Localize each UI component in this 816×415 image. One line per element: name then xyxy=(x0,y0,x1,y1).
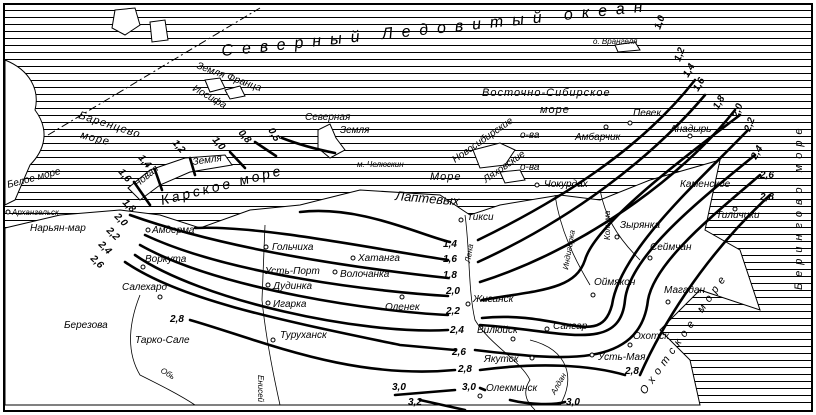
place-label: Салехард xyxy=(122,282,168,293)
river-kolyma xyxy=(599,189,641,261)
place-label: Оймякон xyxy=(594,277,636,288)
place-label: Оленек xyxy=(385,302,421,313)
place-label: Туруханск xyxy=(280,330,328,341)
place-label: Каменское xyxy=(680,179,731,190)
place-label: Тикси xyxy=(467,212,494,223)
place-label: Якутск xyxy=(483,354,520,365)
isoline-label: 1,2 xyxy=(672,46,687,63)
isoline-2-4 xyxy=(133,153,757,337)
fjl-islands xyxy=(204,77,246,100)
place-label: Сангар xyxy=(553,321,588,332)
place-label: Анадырь xyxy=(669,124,711,135)
isoline-3-0 xyxy=(393,386,567,406)
sea-label-east-siberian: море xyxy=(540,104,570,116)
place-label: Амдерма xyxy=(151,225,195,236)
place-label: Тиличики xyxy=(716,210,760,221)
places: Архангельск Нарьян-мар Амдерма Воркута С… xyxy=(5,108,760,399)
sea-area xyxy=(5,5,811,405)
isolines xyxy=(123,78,772,412)
place-label: Зырянка xyxy=(620,220,661,231)
place-label: Сеймчан xyxy=(650,242,692,253)
isoline-label: 2,8 xyxy=(759,192,774,203)
isoline-label: 3,0 xyxy=(566,397,580,408)
place-label: Олекминск xyxy=(486,383,539,394)
sea-label-laptev: Лаптевых xyxy=(394,188,461,209)
isoline-1-0-west xyxy=(228,150,247,170)
river-label: Колыма xyxy=(603,210,612,240)
isoline-label: 1,4 xyxy=(443,239,457,250)
isoline-label: 1,8 xyxy=(443,270,457,281)
isoline-3-2 xyxy=(418,398,467,412)
isoline-label: 1,0 xyxy=(652,14,667,31)
isoline-label: 2,6 xyxy=(451,347,466,358)
island-label-severnaya: Земля xyxy=(340,125,370,136)
isoline-label: 2,4 xyxy=(449,325,464,336)
place-label: Дудинка xyxy=(272,281,312,292)
isoline-0-8 xyxy=(253,140,278,158)
river-label: Енисей xyxy=(256,375,265,403)
island-label-lyakhov: о-ва xyxy=(520,162,540,173)
river-yenisei xyxy=(261,224,281,406)
isoline-label: 2,0 xyxy=(445,286,460,297)
boundary-line xyxy=(47,7,261,136)
isoline-0-5 xyxy=(280,136,337,155)
place-label: Певек xyxy=(633,108,662,119)
place-label: Вилюйск xyxy=(477,325,519,336)
isoline-1-4-west xyxy=(153,168,164,192)
isoline-1-2-west xyxy=(188,156,197,177)
place-label: Магадан xyxy=(664,285,705,296)
place-label: Тарко-Сале xyxy=(135,335,190,346)
novosibirsk-islands xyxy=(472,142,526,184)
place-label: Охотск xyxy=(633,331,670,342)
isoline-label: 3,2 xyxy=(408,397,422,408)
wrangel-island xyxy=(614,41,641,53)
isoline-2-2 xyxy=(138,128,750,329)
place-label: Архангельск xyxy=(11,208,60,217)
place-label: Гольчиха xyxy=(272,242,314,253)
isoline-label: 2,6 xyxy=(759,170,774,181)
isoline-2-0 xyxy=(143,113,742,302)
sea-label-bering: Берингово море xyxy=(793,122,805,290)
island-label-severnaya: Северная xyxy=(305,112,351,123)
place-label: Усть-Мая xyxy=(597,352,646,363)
isoline-label: 2,8 xyxy=(457,364,472,375)
isoline-label: 1,6 xyxy=(443,254,457,265)
place-label: Жиганск xyxy=(472,294,515,305)
place-label: Нарьян-мар xyxy=(30,223,86,234)
place-label: Воркута xyxy=(145,254,187,265)
river-lena xyxy=(464,214,536,411)
isoline-label: 3,0 xyxy=(462,382,476,393)
kola-coast xyxy=(4,59,45,206)
novaya-zemlya-island xyxy=(127,154,233,201)
isoline-label: 2,8 xyxy=(624,366,639,377)
island-label-novosibirsk: о-ва xyxy=(520,130,540,141)
river-label: Лена xyxy=(463,243,475,265)
isoline-1-4 xyxy=(298,78,697,244)
place-label: Амбарчик xyxy=(574,131,622,143)
place-label: Усть-Порт xyxy=(264,266,320,277)
isoline-label: 2,2 xyxy=(445,306,460,317)
place-label: Волочанка xyxy=(340,269,390,280)
isoline-label: 2,8 xyxy=(169,314,184,325)
island-label-wrangel: о. Врангеля xyxy=(593,37,638,46)
place-label: Березова xyxy=(64,320,108,331)
place-label: Чокурдах xyxy=(544,179,589,190)
cape-label-chelyuskin: м. Челюскин xyxy=(357,160,404,169)
sea-label-east-siberian: Восточно-Сибирское xyxy=(482,87,611,99)
river-ob xyxy=(130,294,196,406)
isoline-label: 2,2 xyxy=(742,116,758,134)
isoline-2-8 xyxy=(188,193,772,377)
isoline-2-6 xyxy=(123,173,762,359)
isoline-1-6-west xyxy=(132,180,152,207)
svalbard-island xyxy=(111,7,169,43)
island-label-novaya: Земля xyxy=(192,153,223,168)
place-label: Игарка xyxy=(273,299,307,310)
isoline-label: 3,0 xyxy=(392,382,406,393)
mainland-coast xyxy=(4,159,761,406)
isoline-label: 2,0 xyxy=(730,102,746,120)
sea-label-laptev: Море xyxy=(430,171,462,183)
place-label: Хатанга xyxy=(357,253,400,264)
isoline-1-6 xyxy=(193,93,707,264)
